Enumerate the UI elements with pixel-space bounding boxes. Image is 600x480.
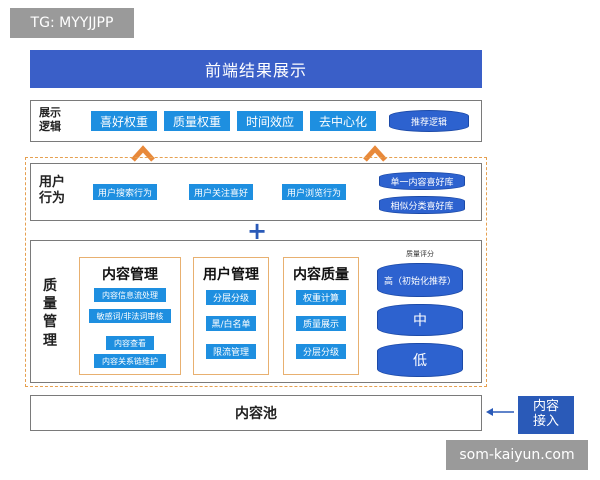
user-follow-preference-item: 用户关注喜好	[189, 184, 253, 200]
content-view-item: 内容查看	[106, 336, 154, 350]
single-content-preference-library: 单一内容喜好库	[379, 172, 465, 190]
content-management-panel: 内容管理 内容信息流处理 敏感词/非法词审核 内容查看 内容关系链维护	[79, 257, 181, 375]
similar-category-preference-library: 相似分类喜好库	[379, 196, 465, 214]
left-arrow-icon	[486, 408, 514, 416]
sensitive-word-review-item: 敏感词/非法词审核	[89, 309, 171, 323]
user-behavior-section: 用户 行为 用户搜索行为 用户关注喜好 用户浏览行为 单一内容喜好库 相似分类喜…	[30, 163, 482, 221]
black-white-list-item: 黑/白名单	[206, 316, 256, 331]
user-management-panel: 用户管理 分层分级 黑/白名单 限流管理	[193, 257, 269, 375]
tiered-grading-item: 分层分级	[206, 290, 256, 305]
watermark-top: TG: MYYJJPP	[10, 8, 134, 38]
user-browse-behavior-item: 用户浏览行为	[282, 184, 346, 200]
quality-management-label: 质 量 管 理	[43, 278, 57, 349]
rate-limit-management-item: 限流管理	[206, 344, 256, 359]
watermark-bottom: som-kaiyun.com	[446, 440, 588, 470]
content-quality-panel: 内容质量 权重计算 质量展示 分层分级	[283, 257, 359, 375]
content-quality-title: 内容质量	[293, 267, 349, 283]
quality-display-item: 质量展示	[296, 316, 346, 331]
content-pool: 内容池	[30, 395, 482, 431]
weight-calculation-item: 权重计算	[296, 290, 346, 305]
plus-icon: +	[246, 217, 268, 245]
quality-score-label: 质量评分	[406, 250, 434, 258]
user-behavior-label: 用户 行为	[39, 175, 66, 207]
display-logic-label: 展示 逻辑	[39, 106, 61, 133]
preference-weight-item: 喜好权重	[91, 111, 157, 131]
content-inflow-box: 内容接入	[518, 396, 574, 434]
time-effect-item: 时间效应	[237, 111, 303, 131]
up-arrow-icon	[363, 145, 387, 162]
quality-weight-item: 质量权重	[164, 111, 230, 131]
content-feed-processing-item: 内容信息流处理	[94, 288, 166, 302]
up-arrow-icon	[131, 145, 155, 162]
front-end-display-title: 前端结果展示	[30, 50, 482, 88]
quality-management-section: 质 量 管 理 内容管理 内容信息流处理 敏感词/非法词审核 内容查看 内容关系…	[30, 240, 482, 383]
decentralization-item: 去中心化	[310, 111, 376, 131]
medium-quality-cylinder: 中	[377, 304, 463, 336]
low-quality-cylinder: 低	[377, 343, 463, 377]
content-relation-maintenance-item: 内容关系链维护	[94, 354, 166, 368]
display-logic-section: 展示 逻辑 喜好权重 质量权重 时间效应 去中心化 推荐逻辑	[30, 100, 482, 142]
tiered-grading-item: 分层分级	[296, 344, 346, 359]
high-quality-cylinder: 高（初始化推荐）	[377, 263, 463, 297]
user-management-title: 用户管理	[203, 267, 259, 283]
user-search-behavior-item: 用户搜索行为	[93, 184, 157, 200]
recommend-logic-cylinder: 推荐逻辑	[389, 110, 469, 132]
content-management-title: 内容管理	[102, 267, 158, 283]
